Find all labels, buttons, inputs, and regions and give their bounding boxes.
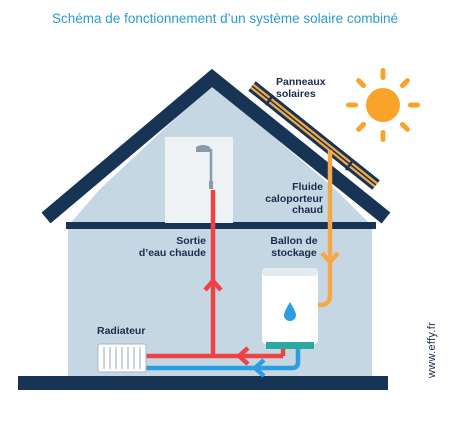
label-ballon-stockage: Ballon de stockage (270, 235, 318, 259)
label-radiateur: Radiateur (97, 325, 146, 337)
label-fluide-caloporteur: Fluide caloporteur chaud (265, 181, 323, 216)
storage-tank-icon (262, 268, 318, 349)
label-panneaux-solaires: Panneaux solaires (276, 76, 326, 100)
diagram-title: Schéma de fonctionnement d’un système so… (52, 11, 398, 26)
credit-text: www.effy.fr (426, 321, 438, 378)
attic-floor (66, 222, 376, 229)
sun-icon (346, 68, 420, 142)
solar-panels-icon (248, 81, 380, 190)
radiator-icon (97, 343, 147, 373)
hot-fluid-pipe (312, 150, 340, 308)
ground-line (18, 376, 388, 390)
label-sortie-eau-chaude: Sortie d’eau chaude (138, 235, 206, 259)
cold-water-pipe (146, 346, 301, 378)
hot-water-pipe (146, 190, 286, 366)
